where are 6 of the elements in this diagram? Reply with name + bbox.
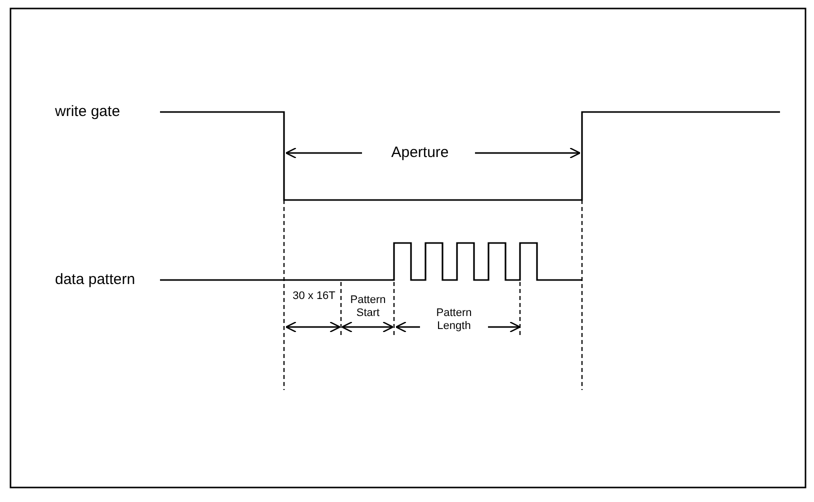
signal-label: data pattern xyxy=(55,271,136,288)
aperture-label: Aperture xyxy=(390,144,450,162)
signal-label: write gate xyxy=(55,103,120,120)
interval-label: Pattern Start xyxy=(349,294,387,320)
interval-label: Pattern Length xyxy=(435,307,473,332)
interval-label: 30 x 16T xyxy=(292,290,336,303)
